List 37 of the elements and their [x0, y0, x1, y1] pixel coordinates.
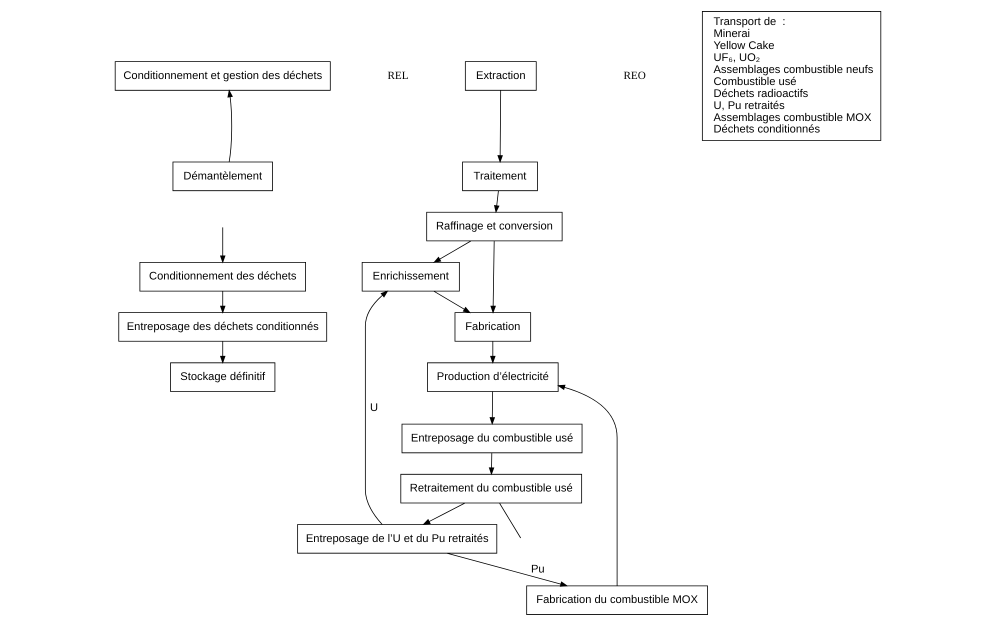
- node-box: Conditionnement des déchets: [139, 262, 306, 292]
- arrow: [422, 502, 466, 526]
- node-box: Fabrication: [454, 312, 532, 342]
- node-box: Raffinage et conversion: [426, 212, 563, 242]
- arrow: [497, 90, 503, 164]
- node-box: Enrichissement: [362, 262, 460, 292]
- arrow: [490, 240, 496, 314]
- edge-label: U: [370, 402, 378, 414]
- arrow: [488, 452, 494, 476]
- label: REL: [387, 70, 409, 82]
- node-box: Retraitement du combustible usé: [400, 474, 582, 504]
- arrow: [220, 290, 226, 314]
- node-box: Conditionnement et gestion des déchets: [114, 61, 331, 91]
- arrow: [490, 391, 496, 426]
- node-box: Entreposage des déchets conditionnés: [118, 312, 328, 342]
- arrow: [227, 89, 233, 162]
- connector: [499, 502, 522, 538]
- node-box: Transport de : Minerai Yellow Cake UF₆, UO₂ Assemblages combustible neufs Combustible usé Déchets radioactifs U, Pu retraités Assemblages combustible MOX Déchets conditionnés: [702, 11, 882, 141]
- arrow: [220, 226, 226, 264]
- arrow: [446, 552, 568, 587]
- arrow: [433, 290, 471, 314]
- arrow: [220, 341, 226, 364]
- node-box: Extraction: [464, 61, 537, 91]
- node-box: Traitement: [462, 162, 538, 192]
- edge-label: Pu: [530, 563, 545, 576]
- arrow: [557, 384, 618, 586]
- arrow: [433, 240, 472, 263]
- node-box: Entreposage du combustible usé: [402, 424, 582, 454]
- node-box: Stockage définitif: [170, 362, 276, 392]
- arrow: [364, 290, 388, 525]
- arrow: [490, 341, 496, 364]
- node-box: Production d’électricité: [427, 362, 559, 392]
- arrow: [494, 190, 500, 214]
- node-box: Démantèlement: [172, 162, 273, 192]
- node-box: Entreposage de l’U et du Pu retraités: [297, 524, 498, 554]
- node-box: Fabrication du combustible MOX: [526, 585, 708, 615]
- label: REO: [623, 70, 646, 82]
